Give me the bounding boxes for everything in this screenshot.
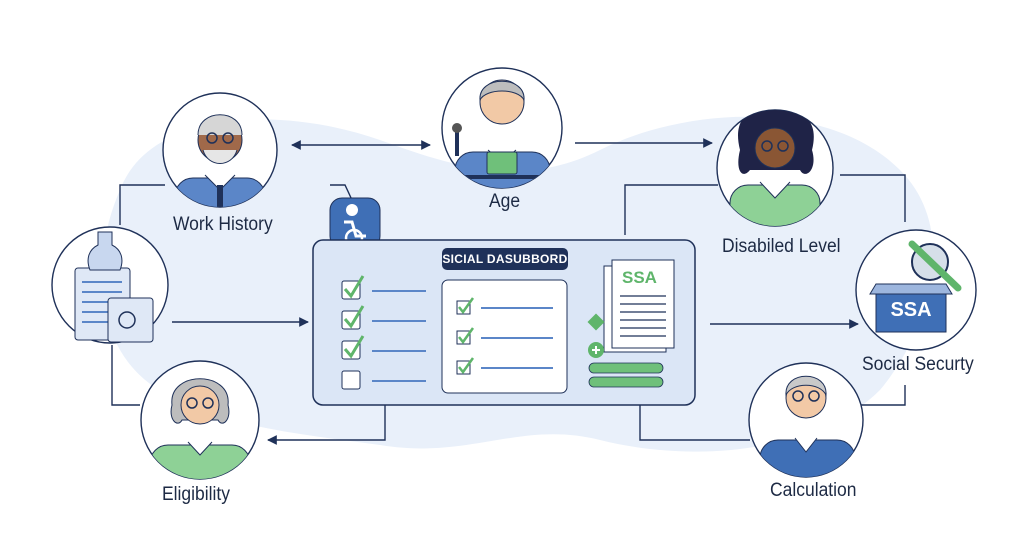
line-work-wheelchair	[330, 184, 353, 201]
label-age: Age	[489, 191, 521, 212]
ssa-box-badge: SSA	[890, 299, 932, 321]
dashboard-title: SICIAL DASUBBORD	[442, 248, 568, 270]
arrow-dashboard-eligibility	[267, 405, 386, 445]
left-checklist	[341, 275, 426, 390]
center-checklist-card	[441, 279, 568, 394]
dashboard-panel	[312, 239, 696, 406]
ssa-document-badge: SSA	[622, 268, 657, 287]
certificate-icon	[107, 297, 154, 343]
label-work-history: Work History	[173, 214, 273, 235]
disabled-level-avatar-icon	[716, 109, 834, 227]
wheelchair-icon	[329, 197, 381, 249]
bottle-icon	[87, 231, 123, 271]
label-social-security: Social Securty	[862, 354, 974, 375]
line-work-doc	[119, 184, 165, 225]
ssa-box-node	[855, 229, 977, 351]
eligibility-avatar-icon	[140, 360, 260, 480]
calculation-avatar-icon	[748, 362, 864, 478]
label-calculation: Calculation	[770, 480, 857, 501]
documents-bottle-node	[51, 226, 169, 344]
diamond-icon	[587, 313, 605, 331]
green-bar-bottom	[588, 376, 664, 388]
line-doc-eligibility	[111, 345, 140, 406]
label-disabled-level: Disabiled Level	[722, 236, 841, 257]
label-eligibility: Eligibility	[162, 484, 231, 505]
box-lid	[869, 283, 953, 295]
connectors	[111, 138, 906, 445]
box-icon	[875, 293, 947, 333]
line-dashboard-calculation	[639, 405, 750, 441]
line-ssa-calculation	[860, 385, 906, 406]
line-dashboard-disabled	[624, 184, 718, 235]
work-history-avatar-icon	[162, 92, 278, 208]
line-disabled-ssa	[840, 174, 906, 222]
green-bar-top	[588, 362, 664, 374]
ssa-document-icon	[603, 259, 675, 353]
